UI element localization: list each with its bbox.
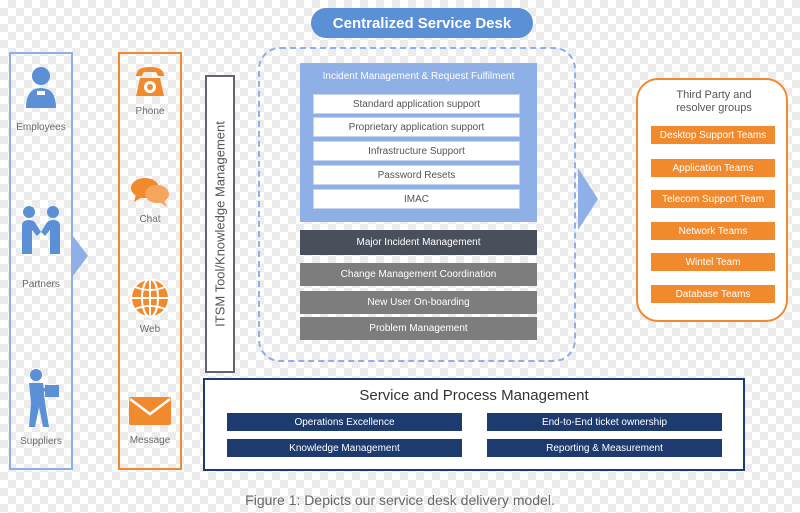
resolver-wintel-team: Wintel Team (651, 253, 775, 271)
incident-item-password-resets: Password Resets (313, 165, 520, 185)
phone-icon (120, 64, 180, 98)
source-label-suppliers: Suppliers (20, 436, 62, 447)
diagram-title: Centralized Service Desk (332, 14, 512, 32)
globe-icon (120, 276, 180, 320)
knowledge-management-box: Knowledge Management (227, 439, 462, 457)
operations-excellence-box: Operations Excellence (227, 413, 462, 431)
channel-label-phone: Phone (135, 106, 165, 117)
service-desk-container (258, 47, 576, 362)
resolver-telecom-support-team: Telecom Support Team (651, 190, 775, 208)
itsm-tool-bar: ITSM Tool/Knowledge Management (205, 75, 235, 373)
incident-management-title: Incident Management & Request Fulfilment (322, 71, 515, 82)
resolver-application-teams: Application Teams (651, 159, 775, 177)
service-process-management-box: Service and Process Management Operation… (203, 378, 745, 471)
incident-item-proprietary-application-support: Proprietary application support (313, 117, 520, 137)
chat-icon (120, 176, 180, 208)
arrow-desk-to-third-party (578, 168, 600, 235)
new-user-onboarding-bar: New User On-boarding (300, 291, 537, 314)
handshake-icon (11, 204, 71, 254)
third-party-title: Third Party and resolver groups (676, 89, 752, 114)
envelope-icon (120, 396, 180, 426)
service-process-management-title: Service and Process Management (359, 387, 589, 404)
title-pill: Centralized Service Desk (311, 8, 533, 38)
delivery-person-icon (11, 367, 71, 427)
change-management-coordination-bar: Change Management Coordination (300, 263, 537, 286)
employee-icon (11, 64, 71, 108)
channel-label-web: Web (139, 324, 161, 335)
source-label-partners: Partners (22, 279, 60, 290)
resolver-network-teams: Network Teams (651, 222, 775, 240)
end-to-end-ticket-ownership-box: End-to-End ticket ownership (487, 413, 722, 431)
resolver-database-teams: Database Teams (651, 285, 775, 303)
incident-item-infrastructure-support: Infrastructure Support (313, 141, 520, 161)
arrow-sources-to-channels (73, 236, 91, 281)
resolver-desktop-support-teams: Desktop Support Teams (651, 126, 775, 144)
incident-item-standard-application-support: Standard application support (313, 94, 520, 114)
sources-column: Employees Partners Suppliers (9, 52, 73, 470)
incident-item-imac: IMAC (313, 189, 520, 209)
channel-label-chat: Chat (139, 214, 161, 225)
channels-column: Phone Chat Web Message (118, 52, 182, 470)
source-label-employees: Employees (16, 122, 66, 133)
channel-label-message: Message (129, 435, 171, 446)
major-incident-management-bar: Major Incident Management (300, 230, 537, 255)
third-party-container: Third Party and resolver groups Desktop … (636, 78, 788, 322)
incident-management-panel: Incident Management & Request Fulfilment… (300, 63, 537, 222)
itsm-tool-label: ITSM Tool/Knowledge Management (212, 121, 228, 327)
reporting-measurement-box: Reporting & Measurement (487, 439, 722, 457)
problem-management-bar: Problem Management (300, 317, 537, 340)
figure-caption: Figure 1: Depicts our service desk deliv… (245, 492, 555, 508)
